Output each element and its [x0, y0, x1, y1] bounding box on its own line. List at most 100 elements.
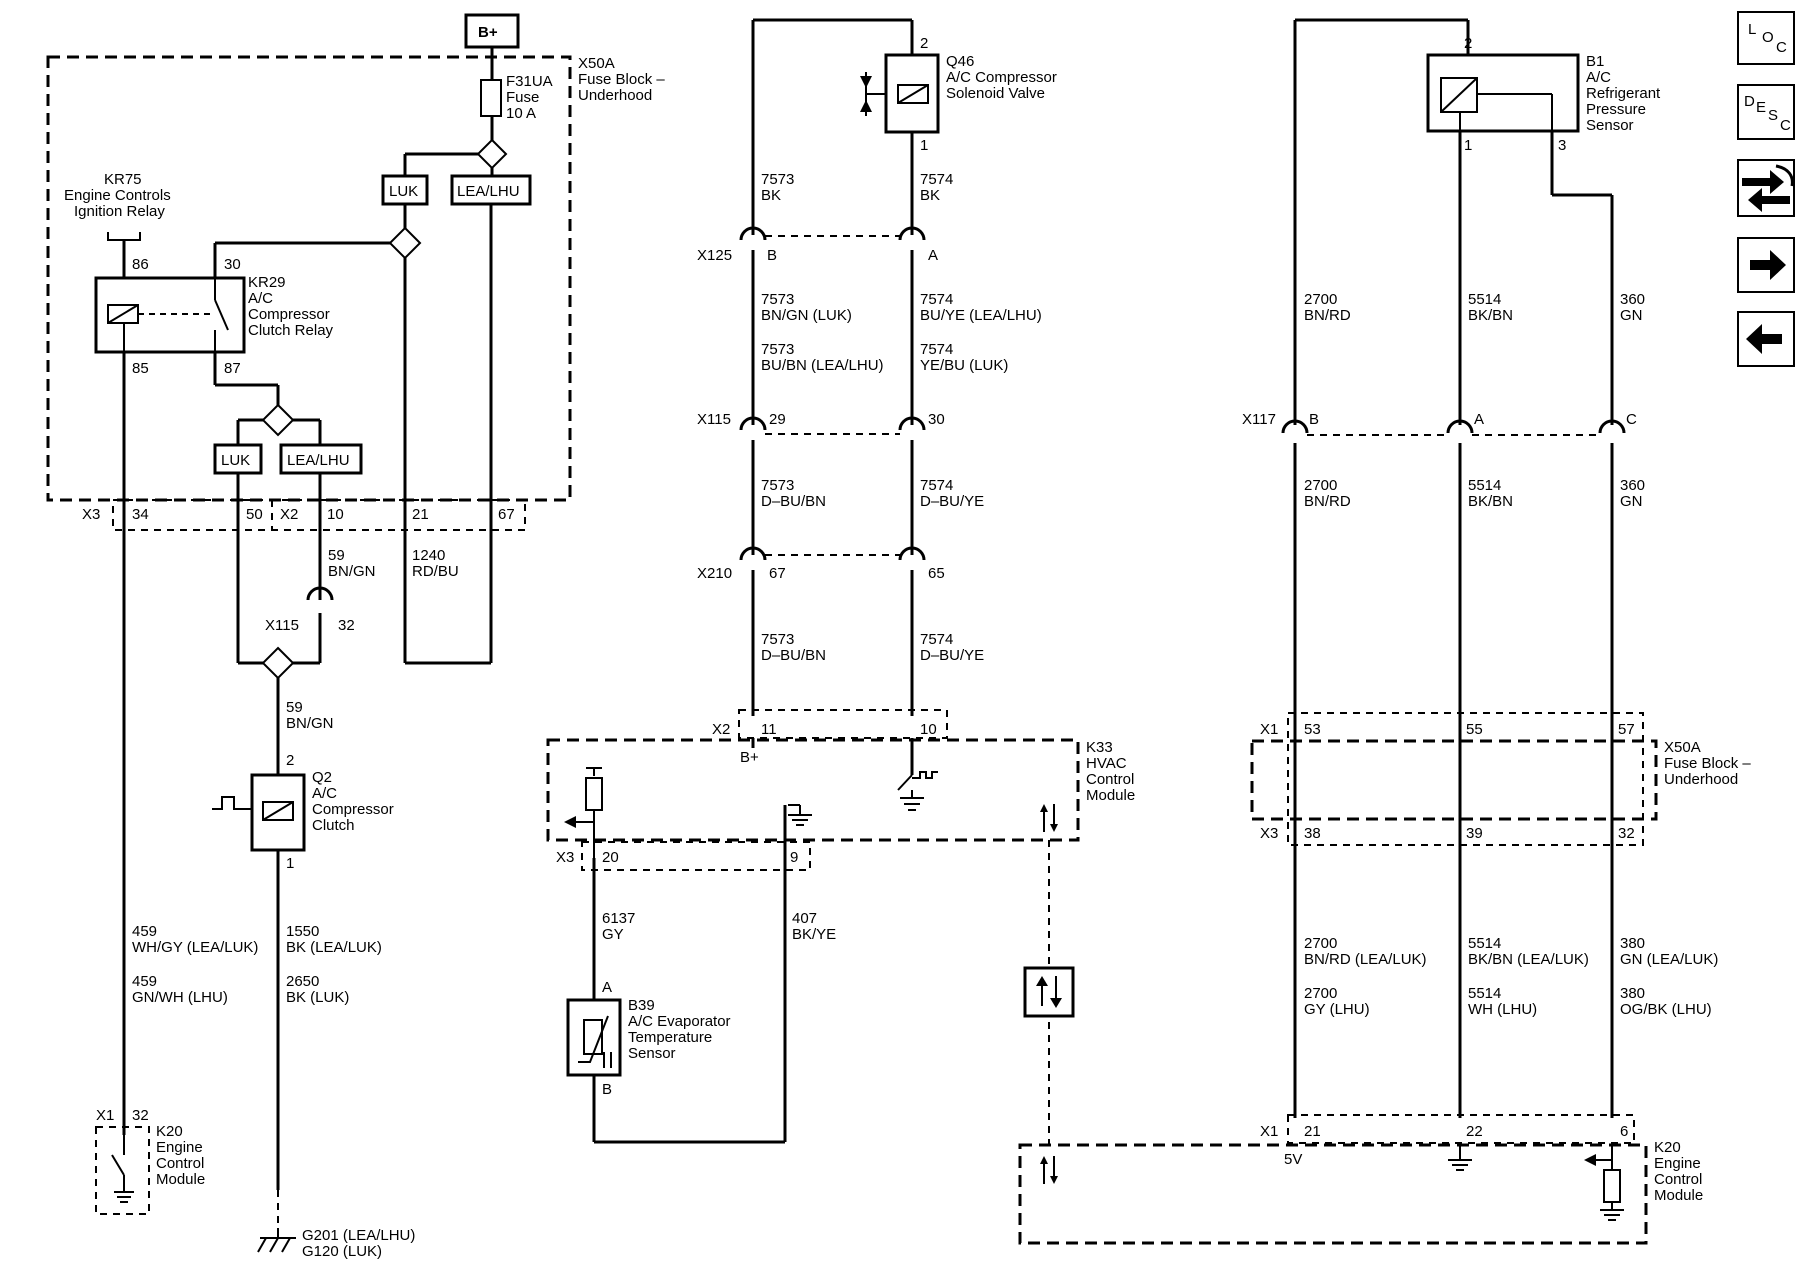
pin-label: A [1474, 411, 1484, 428]
k20-desc-2: Control [1654, 1171, 1702, 1188]
connector-end-view-icon[interactable] [1737, 159, 1795, 217]
circuit-number: 459 [132, 923, 157, 940]
k20-desc-1: Engine [1654, 1155, 1701, 1172]
circuit-number: 5514 [1468, 477, 1501, 494]
circuit-number: 407 [792, 910, 817, 927]
k33-desc-3: Module [1086, 787, 1135, 804]
pin-label: 50 [246, 506, 263, 523]
pin-label: 30 [928, 411, 945, 428]
connector-label: X3 [1260, 825, 1278, 842]
desc-letter: C [1780, 117, 1791, 134]
kr29-desc-1: A/C [248, 290, 273, 307]
circuit-number: 7573 [761, 631, 794, 648]
circuit-number: 2700 [1304, 477, 1337, 494]
connector-x1-x3 [1287, 712, 1644, 846]
pin-label: 55 [1466, 721, 1483, 738]
wire-color: BN/RD [1304, 307, 1351, 324]
location-view-button[interactable]: L O C [1737, 11, 1795, 65]
circuit-number: 459 [132, 973, 157, 990]
pin-label: 11 [761, 721, 777, 738]
circuit-number: 7574 [920, 291, 953, 308]
connector-label: X1 [1260, 1123, 1278, 1140]
schematic-labels: B+ X50A Fuse Block – Underhood F31UA Fus… [64, 24, 1751, 1260]
pin-label: 32 [338, 617, 355, 634]
connector-label: X115 [697, 411, 731, 428]
desc-letter: D [1744, 93, 1755, 110]
loc-letter: C [1776, 39, 1787, 56]
kr29-desc-3: Clutch Relay [248, 322, 334, 339]
k20-ref: K20 [156, 1123, 183, 1140]
wire-color: BN/GN (LUK) [761, 307, 852, 324]
wire-color: BK [920, 187, 940, 204]
x50a-label: X50A [578, 55, 615, 72]
circuit-number: 5514 [1468, 985, 1501, 1002]
circuit-number: 380 [1620, 985, 1645, 1002]
circuit-number: 7573 [761, 341, 794, 358]
pin-label: 53 [1304, 721, 1321, 738]
q46-ref: Q46 [946, 53, 974, 70]
wire-color: BK/BN (LEA/LUK) [1468, 951, 1589, 968]
pin-label: 10 [327, 506, 344, 523]
wire-color: GN (LEA/LUK) [1620, 951, 1718, 968]
connector-x1 [1287, 1114, 1635, 1144]
pin-label: 1 [1464, 137, 1472, 154]
previous-arrow-button[interactable] [1737, 311, 1795, 367]
loc-letter: L [1748, 21, 1756, 38]
fuse-rating: 10 A [506, 105, 536, 122]
wire-color: D–BU/BN [761, 647, 826, 664]
circuit-number: 360 [1620, 477, 1645, 494]
loc-letter: O [1762, 29, 1774, 46]
kr75-ref: KR75 [104, 171, 142, 188]
kr75-desc-2: Ignition Relay [74, 203, 165, 220]
wire-color: RD/BU [412, 563, 459, 580]
pin-label: B [767, 247, 777, 264]
wire-color: BK [761, 187, 781, 204]
desc-letter: S [1768, 107, 1778, 124]
right-circuit [1018, 18, 1658, 1245]
k20-ref: K20 [1654, 1139, 1681, 1156]
kr29-ref: KR29 [248, 274, 286, 291]
serial-data-symbol [1023, 966, 1075, 1018]
b1-desc-2: Refrigerant [1586, 85, 1661, 102]
circuit-number: 2650 [286, 973, 319, 990]
wire-color: GY [602, 926, 624, 943]
circuit-number: 59 [328, 547, 345, 564]
description-view-button[interactable]: D E S C [1737, 84, 1795, 140]
x50a-desc-2: Underhood [1664, 771, 1738, 788]
pin-label: 87 [224, 360, 241, 377]
pin-label: C [1626, 411, 1637, 428]
b39-desc-2: Temperature [628, 1029, 712, 1046]
pin-label: 39 [1466, 825, 1483, 842]
q46-desc-1: A/C Compressor [946, 69, 1057, 86]
pin-label: 32 [132, 1107, 149, 1124]
fuse-f31ua [480, 79, 502, 117]
wire-color: WH (LHU) [1468, 1001, 1537, 1018]
k20-desc-2: Control [156, 1155, 204, 1172]
navigation-toolbar: L O C D E S C [1737, 11, 1795, 367]
pin-label: B [1309, 411, 1319, 428]
pin-label: 21 [412, 506, 429, 523]
connector-x3 [581, 841, 811, 871]
pin-label: 86 [132, 256, 149, 273]
circuit-number: 7573 [761, 291, 794, 308]
wire-color: GN [1620, 493, 1643, 510]
b1-desc-4: Sensor [1586, 117, 1634, 134]
wire-color: BK/BN [1468, 307, 1513, 324]
x50a-desc-1: Fuse Block – [1664, 755, 1751, 772]
q2-ref: Q2 [312, 769, 332, 786]
desc-letter: E [1756, 99, 1766, 116]
next-arrow-button[interactable] [1737, 237, 1795, 293]
pin-label: 57 [1618, 721, 1635, 738]
ground-label: G201 (LEA/LHU) [302, 1227, 415, 1244]
voltage-label: 5V [1284, 1151, 1302, 1168]
pin-label: 67 [769, 565, 786, 582]
pin-label: 1 [286, 855, 294, 872]
k20-desc-1: Engine [156, 1139, 203, 1156]
previous-arrow-icon [1746, 324, 1782, 354]
pin-label: A [602, 979, 612, 996]
ground-label: G120 (LUK) [302, 1243, 382, 1260]
b39-desc-3: Sensor [628, 1045, 676, 1062]
pin-label: 9 [790, 849, 798, 866]
splice-diamond [261, 646, 295, 680]
circuit-number: 5514 [1468, 291, 1501, 308]
